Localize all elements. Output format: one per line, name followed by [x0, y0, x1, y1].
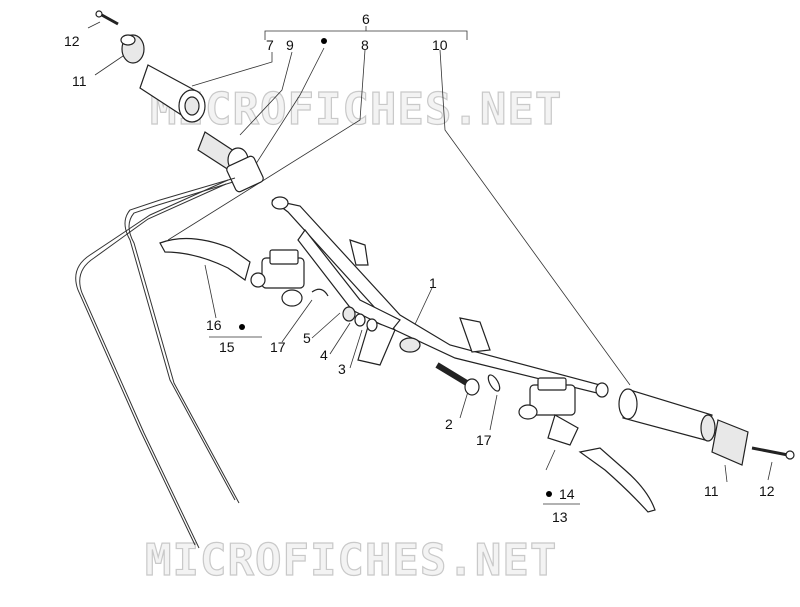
leader-lines [87, 21, 773, 505]
callout-16: 16 [206, 317, 222, 333]
washer-4 [354, 313, 366, 327]
callout-17-left: 17 [270, 339, 286, 355]
callout-9: 9 [286, 37, 294, 53]
callout-5: 5 [303, 330, 311, 346]
callout-15: 15 [219, 339, 235, 355]
right-brake-lever-14 [578, 447, 656, 513]
throttle-cables-8 [75, 177, 240, 549]
callout-8: 8 [361, 37, 369, 53]
callout-10: 10 [432, 37, 448, 53]
circlip-17-left [311, 288, 329, 297]
left-master-cylinder-15 [250, 249, 305, 307]
watermark-top: MICROFICHES.NET [150, 84, 562, 135]
circlip-17-right [487, 374, 501, 392]
callout-4: 4 [320, 347, 328, 363]
callout-6: 6 [362, 11, 370, 27]
callout-12-right: 12 [759, 483, 775, 499]
handlebar-1 [271, 196, 609, 398]
callout-12-left: 12 [64, 33, 80, 49]
callout-11-left: 11 [72, 73, 87, 89]
callout-dot-top [321, 38, 327, 44]
callout-14: 14 [559, 486, 575, 502]
callout-7: 7 [266, 37, 274, 53]
callout-3: 3 [338, 361, 346, 377]
callout-dot-left [239, 324, 245, 330]
callout-17-right: 17 [476, 432, 492, 448]
bolt-12-right [751, 446, 795, 460]
bolt-12-left [95, 10, 119, 26]
left-brake-lever-16 [159, 237, 251, 281]
bar-end-11-right [711, 419, 749, 466]
washer-3 [366, 318, 378, 332]
left-grip-7 [139, 64, 206, 123]
throttle-grip-9 [197, 131, 264, 193]
spacer-5 [342, 306, 356, 322]
right-grip-10 [618, 388, 716, 442]
callout-2: 2 [445, 416, 453, 432]
callout-dot-right [546, 491, 552, 497]
callout-13: 13 [552, 509, 568, 525]
right-master-cylinder-13 [518, 377, 579, 446]
group-bracket-6 [264, 26, 468, 40]
callout-11-right: 11 [704, 483, 719, 499]
callout-1: 1 [429, 275, 437, 291]
bar-end-11-left [120, 34, 145, 64]
bolt-2 [435, 362, 480, 396]
watermark-bottom: MICROFICHES.NET [145, 535, 557, 586]
